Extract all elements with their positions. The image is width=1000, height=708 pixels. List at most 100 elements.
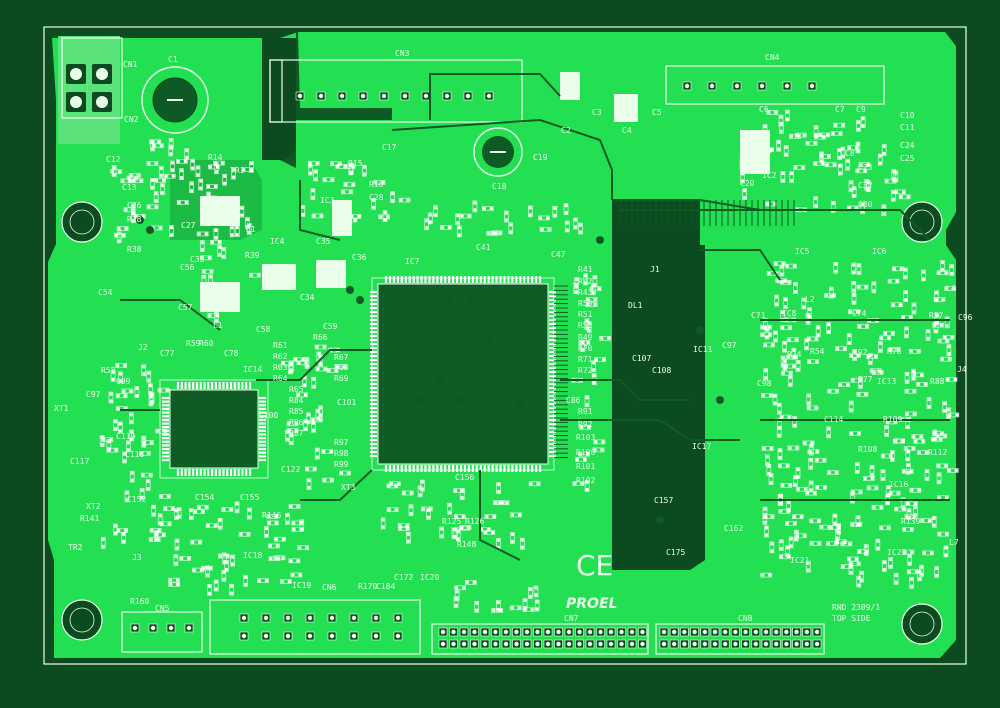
silk-label: C157: [654, 496, 673, 505]
silk-label: C119: [116, 432, 135, 441]
silk-label: RND 2309/1: [832, 603, 880, 612]
silk-label: C114: [824, 415, 843, 424]
silk-label: R97: [334, 438, 349, 447]
silk-label: C2: [561, 126, 571, 135]
silk-label: C33: [190, 255, 205, 264]
silk-label: C184: [376, 582, 395, 591]
silk-label: IC16: [889, 480, 908, 489]
silk-label: CN6: [322, 583, 337, 592]
silk-label: R92: [578, 420, 593, 429]
silk-label: C7: [835, 105, 845, 114]
silk-label: C117: [70, 457, 89, 466]
silk-label: C156: [455, 473, 474, 482]
silk-label: L2: [805, 295, 815, 304]
silk-label: J4: [957, 365, 967, 374]
silk-label: C92: [853, 348, 868, 357]
silk-label: DL1: [628, 301, 643, 310]
silk-label: C17: [382, 143, 397, 152]
silk-label: C10: [900, 111, 915, 120]
silk-label: R58: [101, 366, 116, 375]
silk-label: C28: [369, 193, 384, 202]
silk-label: IC2: [762, 171, 777, 180]
silk-label: TR1: [230, 166, 245, 175]
silk-label: C24: [900, 141, 915, 150]
silk-label: C74: [852, 309, 867, 318]
silk-label: C1: [168, 55, 178, 64]
ic14-qfp: [159, 379, 269, 479]
silk-label: IC18: [243, 551, 262, 560]
silk-label: R15: [348, 159, 363, 168]
silk-label: C11: [900, 123, 915, 132]
silk-label: CN5: [155, 604, 170, 613]
silk-label: R60: [199, 339, 214, 348]
brand-logo: PROEL: [566, 596, 617, 612]
silk-label: TOP SIDE: [832, 614, 871, 623]
silk-label: C30: [858, 200, 873, 209]
copper-voids: [170, 30, 705, 570]
silk-label: R148: [457, 540, 476, 549]
silk-label: C78: [224, 349, 239, 358]
silk-label: IC5: [795, 247, 810, 256]
silk-label: R66: [313, 333, 328, 342]
silk-label: R52: [578, 321, 593, 330]
silk-label: R86: [289, 418, 304, 427]
silk-label: C71: [751, 311, 766, 320]
silk-label: R59: [186, 339, 201, 348]
silk-label: C122: [281, 465, 300, 474]
silk-label: R112: [928, 448, 947, 457]
silk-label: R38: [127, 245, 142, 254]
silk-label: R126: [465, 517, 484, 526]
cn7-cn8-headers: [121, 599, 825, 655]
silk-label: IC13: [877, 377, 896, 386]
silk-label: C27: [181, 221, 196, 230]
silk-label: L4: [946, 284, 956, 293]
silk-label: R91: [578, 407, 593, 416]
silk-label: XT3: [341, 483, 356, 492]
ce-logo: CE: [576, 549, 613, 582]
silk-label: J1: [650, 265, 660, 274]
silk-label: C6: [759, 105, 769, 114]
silk-label: C4: [622, 126, 632, 135]
silk-label: R61: [273, 341, 288, 350]
silk-label: C175: [666, 548, 685, 557]
cn4-header: [665, 65, 885, 105]
silk-label: CN3: [395, 49, 410, 58]
silk-label: R72: [578, 366, 593, 375]
silk-label: C9: [856, 105, 866, 114]
silk-label: IC11: [693, 345, 712, 354]
silk-label: C41: [476, 243, 491, 252]
silk-label: IC21: [790, 556, 809, 565]
silk-label: C36: [352, 253, 367, 262]
silk-label: R68: [334, 363, 349, 372]
silk-label: R146: [262, 511, 281, 520]
silk-label: R63: [273, 363, 288, 372]
silk-label: C58: [256, 325, 271, 334]
silk-label: J2: [138, 343, 148, 352]
silk-label: C101: [337, 398, 356, 407]
silk-label: R14: [208, 153, 223, 162]
silk-label: R141: [80, 514, 99, 523]
silk-label: CN1: [123, 60, 138, 69]
silk-label: C20: [740, 179, 755, 188]
silk-label: L7: [949, 538, 959, 547]
proel-logo: PROEL: [566, 596, 617, 612]
silk-label: R98: [334, 449, 349, 458]
silk-label: C59: [323, 322, 338, 331]
silk-label: C26: [127, 201, 142, 210]
silk-label: C32: [858, 181, 873, 190]
silk-label: C154: [195, 493, 214, 502]
silk-label: C97: [722, 341, 737, 350]
silk-label: R74: [787, 350, 802, 359]
silk-label: R69: [334, 374, 349, 383]
silk-label: C86: [566, 396, 581, 405]
ce-mark: CE: [576, 549, 613, 582]
silk-label: CN7: [564, 614, 579, 623]
silk-label: C25: [900, 154, 915, 163]
silk-label: R160: [130, 597, 149, 606]
silk-label: C107: [632, 354, 651, 363]
silk-label: R64: [273, 374, 288, 383]
silk-label: C57: [178, 303, 193, 312]
silk-label: R65: [289, 385, 304, 394]
silk-label: CN2: [124, 115, 139, 124]
silk-label: C155: [240, 493, 259, 502]
